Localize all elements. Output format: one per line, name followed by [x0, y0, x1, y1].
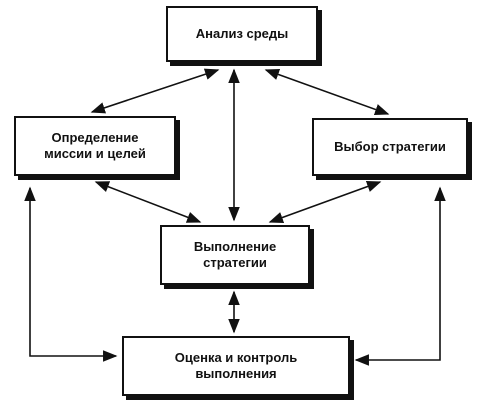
node-label: Выбор стратегии	[334, 139, 446, 154]
node-label: Оценка и контроль выполнения	[174, 350, 298, 381]
edge-choice-execution	[268, 181, 382, 223]
edge-mission-execution	[94, 181, 202, 223]
edge-analysis-choice	[264, 68, 390, 116]
node-label: Выполнение стратегии	[193, 239, 277, 270]
node-label: Определение миссии и целей	[44, 130, 146, 161]
node-label: Анализ среды	[195, 26, 289, 41]
edge-analysis-mission	[90, 68, 220, 114]
node-strategy-choice: Выбор стратегии	[312, 118, 468, 176]
edge-evaluation-mission	[24, 186, 118, 362]
node-mission-goals: Определение миссии и целей	[14, 116, 176, 176]
node-evaluation-control: Оценка и контроль выполнения	[122, 336, 350, 396]
node-environment-analysis: Анализ среды	[166, 6, 318, 62]
edge-evaluation-choice	[354, 186, 446, 366]
node-strategy-execution: Выполнение стратегии	[160, 225, 310, 285]
